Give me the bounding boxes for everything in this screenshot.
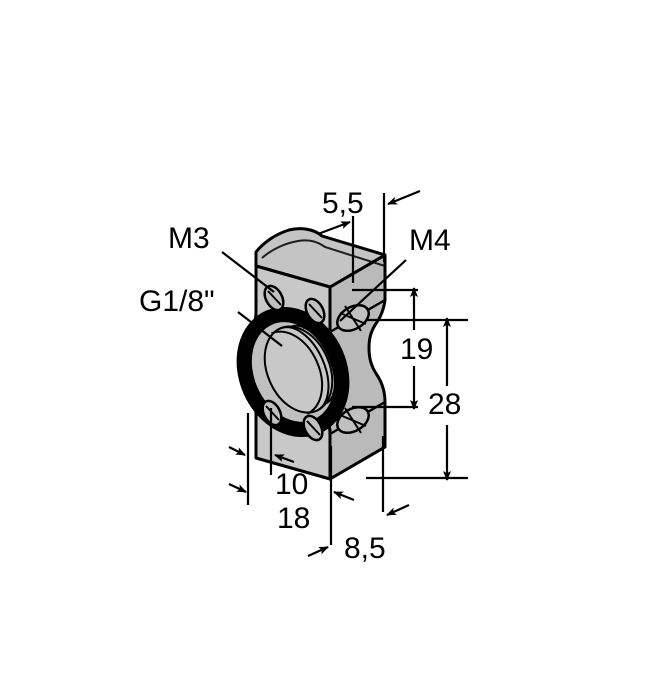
dim-8-5-arrow-left <box>307 545 329 558</box>
m3-hole-bottom-right <box>302 414 324 442</box>
dim-8-5-arrow-right <box>386 503 410 517</box>
central-threaded-bore <box>236 306 350 438</box>
bore-thread-arc-3 <box>291 324 336 405</box>
callout-label-m4: M4 <box>409 224 451 257</box>
dimension-label-19: 19 <box>400 333 433 366</box>
m4-hole-upper <box>336 303 370 333</box>
dimension-label-8-5: 8,5 <box>344 532 386 565</box>
dim-5-5-arrow-right <box>387 189 421 206</box>
dimension-label-5-5: 5,5 <box>322 187 364 220</box>
dim-10-arrow-left <box>228 446 246 456</box>
dimension-5-5 <box>317 189 421 283</box>
dim-5-5-arrow-left <box>317 220 351 236</box>
dimension-8-5 <box>307 436 410 558</box>
mounting-block-body <box>236 227 387 481</box>
dim-18-arrow-right <box>333 490 355 502</box>
dimension-19 <box>352 287 418 410</box>
block-top-crease <box>261 239 386 267</box>
callout-label-m3: M3 <box>168 222 210 255</box>
m4-hole-lower <box>336 405 370 435</box>
dim-10-arrow-right <box>274 453 295 464</box>
bore-thread-arc-4 <box>302 326 341 395</box>
bore-thread-arc-1 <box>271 330 324 415</box>
dimension-18 <box>228 446 355 545</box>
dim-18-arrow-left <box>228 483 247 493</box>
callout-label-g18: G1/8" <box>139 285 215 318</box>
bore-thread-arc-2 <box>279 326 330 412</box>
dimension-label-10: 10 <box>275 468 308 501</box>
dimension-label-28: 28 <box>428 388 461 421</box>
dimension-label-18: 18 <box>277 502 310 535</box>
dimension-10 <box>228 408 295 505</box>
m3-hole-top-right <box>304 297 326 325</box>
m3-leader-line <box>221 251 275 293</box>
g18-leader-line <box>237 311 283 347</box>
